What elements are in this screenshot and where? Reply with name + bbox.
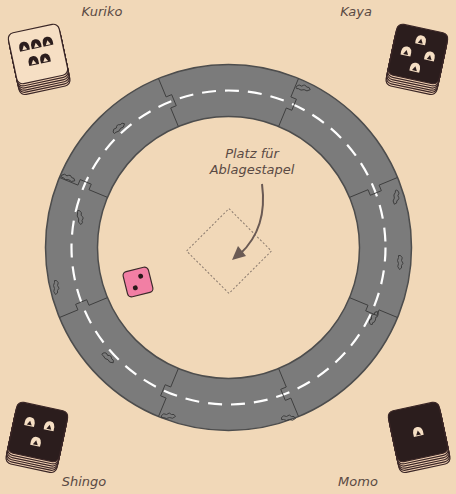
discard-spot [187,209,272,294]
road-puddle [111,121,125,134]
card-face [387,401,449,463]
card-icon [30,38,42,49]
card-face [7,23,69,85]
road-surface [46,65,412,431]
card-stack [7,23,71,95]
road-puddle [161,413,175,419]
card-icon [412,426,424,437]
road-puddle [76,210,84,225]
die-pip [138,273,144,279]
player-name: Shingo [62,474,107,490]
tile-seam [59,177,107,197]
player-name: Momo [338,474,378,490]
card-icon [30,436,42,447]
card-stack [5,401,69,473]
road-puddle [392,190,400,205]
card-icon [415,34,427,45]
card-icon [24,416,36,427]
card-icon [18,41,30,52]
card-stack [387,401,451,473]
road-puddle [281,415,295,421]
tile-seam [59,298,107,318]
card-icon [424,51,436,62]
card-icon [44,420,56,431]
road-puddle [296,84,311,92]
road-puddle [398,255,404,269]
area-label: Platz für Ablagestapel [197,146,307,177]
road-puddle [101,351,115,364]
die [122,266,154,298]
tile-seam [279,78,299,126]
arrow-head [232,246,246,260]
card-icon [42,36,54,47]
tile-seam [279,369,299,417]
pointer-arrow [240,184,263,254]
die-face [122,266,154,298]
card-icon [400,46,412,57]
card-icon [39,53,51,64]
card-face [7,401,69,463]
tile-seam [350,177,398,197]
card-icon [27,55,39,66]
lane-marking [72,91,386,405]
die-pip [132,285,138,291]
road-puddle [368,310,380,325]
road-puddle [54,280,60,294]
tile-seam [158,78,178,126]
card-icon [409,62,421,73]
road-ring [46,65,412,431]
card-face [387,23,449,85]
player-name: Kaya [340,4,372,20]
tile-seam [158,369,178,417]
road-puddle [61,173,76,183]
card-stack [385,23,449,95]
player-name: Kuriko [82,4,123,20]
